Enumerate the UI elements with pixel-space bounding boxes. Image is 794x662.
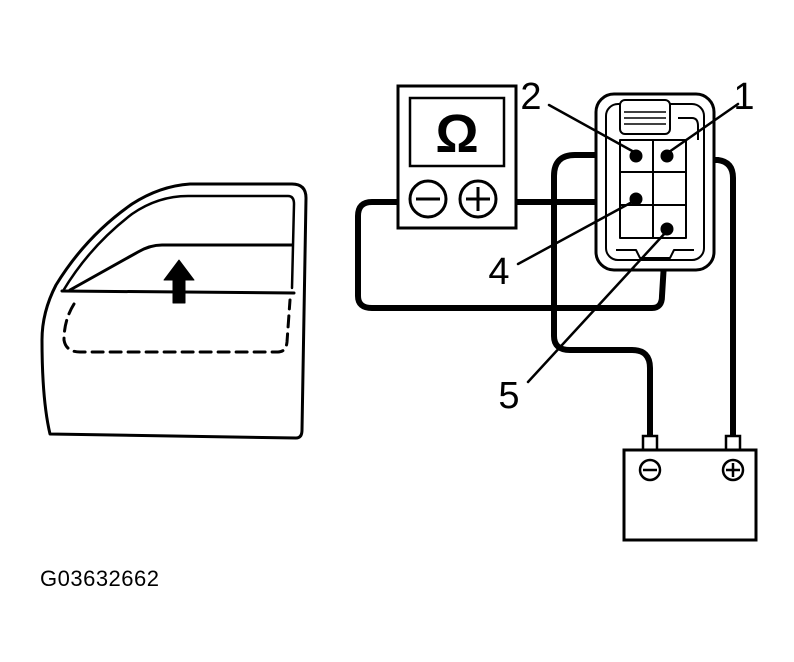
ohmmeter-display [408,96,506,168]
figure-code: G03632662 [40,566,160,591]
meter-positive-jack [458,179,498,219]
battery-positive-terminal-icon [721,458,745,482]
glass-dashed-outline [62,298,292,354]
wire-battery-negative [551,152,653,441]
wires [355,152,736,441]
window-glass [68,243,294,292]
callout-4: 4 [488,251,509,293]
battery [622,434,758,542]
leader-5 [526,230,668,384]
leader-1 [667,102,740,154]
callout-labels: 2 1 4 5 [488,76,754,417]
callout-1: 1 [733,76,754,118]
leader-4 [516,199,636,266]
callout-2: 2 [520,76,541,118]
leader-2 [547,103,636,154]
wire-meter-negative [355,199,669,311]
door-outline [40,182,308,440]
callout-5: 5 [498,375,519,417]
terminal-1-pin [660,149,674,163]
terminal-5-pin [660,222,674,236]
up-arrow-icon [163,259,195,304]
door-illustration [40,182,308,440]
callout-leaders [516,102,740,384]
connector-latch [619,99,671,135]
wire-battery-positive [664,157,736,441]
ohm-symbol: Ω [435,104,478,164]
ohmmeter: Ω [396,84,518,230]
window-switch-connector [594,92,716,272]
window-frame [61,194,296,293]
meter-negative-jack [408,179,448,219]
terminal-2-pin [629,149,643,163]
battery-negative-terminal-icon [638,458,662,482]
